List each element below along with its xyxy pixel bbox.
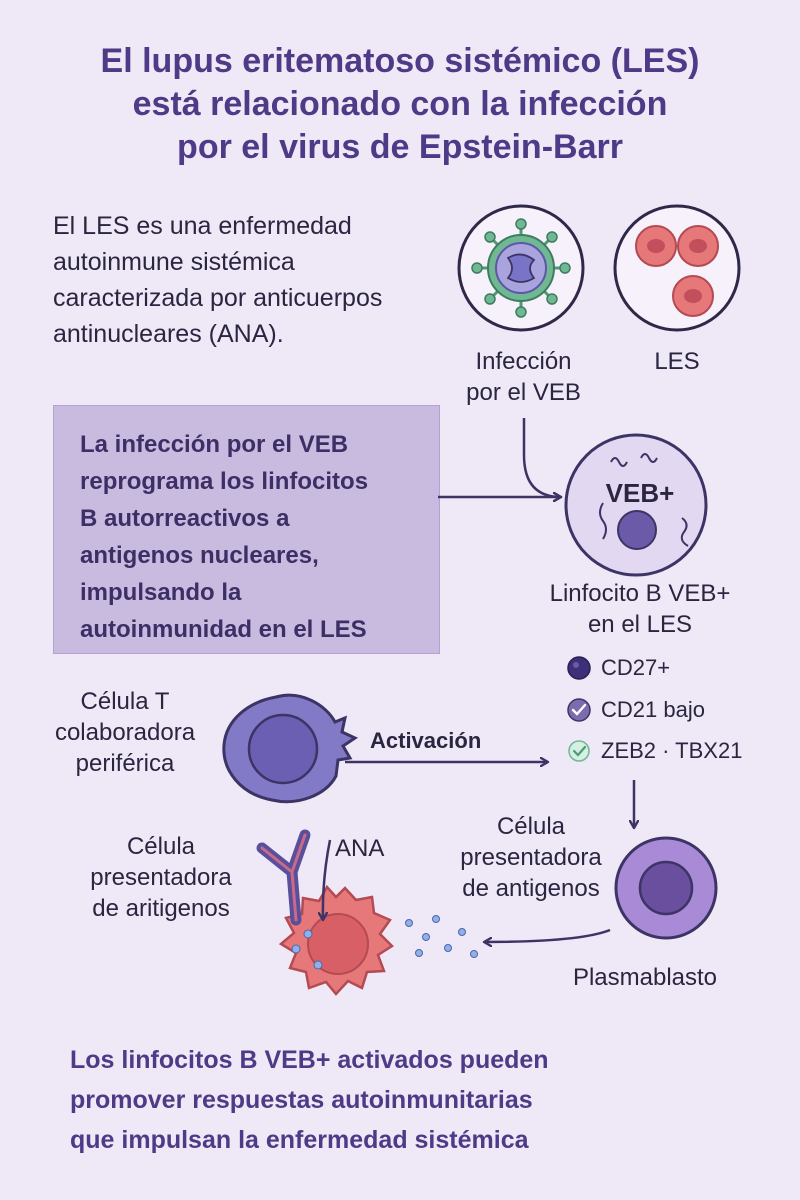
t-cell-line: Célula T	[80, 688, 170, 715]
intro-paragraph: El LES es una enfermedad autoinmune sist…	[53, 208, 473, 352]
check-light-icon	[568, 740, 590, 762]
intro-line: El LES es una enfermedad	[53, 212, 352, 240]
footer-line: promover respuestas autoinmunitarias	[70, 1086, 533, 1114]
footer-line: Los linfocitos B VEB+ activados pueden	[70, 1046, 549, 1074]
virus-icon	[457, 204, 585, 332]
apc-left-line: Célula	[126, 833, 196, 860]
check-icon	[567, 698, 591, 722]
plasmablast-cell	[614, 836, 718, 940]
apc-left-label: Célula presentadora de aritigenos	[66, 831, 256, 924]
ebv-infection-line: por el VEB	[466, 379, 581, 406]
marker-zeb2-tbx21: ZEB2 · TBX21	[601, 738, 743, 763]
marker-cd27: CD27+	[601, 655, 671, 680]
antigen-presenting-cell	[278, 884, 394, 996]
b-cell-line: en el LES	[587, 611, 693, 638]
footer-line: que impulsan la enfermedad sistémica	[70, 1126, 529, 1154]
apc-right-line: Célula	[496, 813, 566, 840]
les-label-text: LES	[654, 348, 700, 375]
les-cells-icon	[613, 204, 741, 332]
infection-arrow	[522, 418, 561, 497]
t-cell-label: Célula T colaboradora periférica	[30, 686, 220, 779]
ana-label: ANA	[335, 833, 384, 864]
antibody-arrow	[484, 928, 611, 942]
apc-right-line: presentadora	[460, 844, 602, 871]
apc-right-label: Célula presentadora de antigenos	[431, 811, 631, 904]
intro-line: antinucleares (ANA).	[53, 320, 284, 348]
antibody-particles	[405, 915, 478, 958]
plasmablast-label-text: Plasmablasto	[572, 964, 718, 991]
t-cell-line: colaboradora	[54, 719, 196, 746]
intro-line: caracterizada por anticuerpos	[53, 284, 383, 312]
box-line: autoinmunidad en el LES	[80, 616, 367, 643]
apc-right-line: de antigenos	[462, 875, 600, 902]
cd27-icon	[567, 656, 591, 680]
box-line: B autorreactivos a	[80, 505, 290, 532]
title-line: por el virus de Epstein-Barr	[177, 128, 623, 166]
t-helper-cell	[222, 693, 359, 804]
box-line: reprograma los linfocitos	[80, 468, 369, 495]
key-finding-box: La infección por el VEB reprograma los l…	[53, 405, 440, 654]
activation-label: Activación	[370, 728, 482, 753]
marker-cd21: CD21 bajo	[601, 697, 705, 722]
ebv-infection-label: Infección por el VEB	[451, 346, 596, 408]
veb-b-cell: VEB+	[564, 433, 708, 577]
apc-left-line: de aritigenos	[92, 895, 230, 922]
title-line: está relacionado con la infección	[132, 85, 668, 123]
ana-label-text: ANA	[335, 835, 385, 862]
box-line: impulsando la	[80, 579, 242, 606]
box-line: antigenos nucleares,	[80, 542, 319, 569]
ebv-infection-line: Infección	[475, 348, 572, 375]
b-cell-label: Linfocito B VEB+ en el LES	[515, 578, 765, 640]
box-line: La infección por el VEB	[80, 431, 349, 458]
plasmablast-label: Plasmablasto	[545, 962, 745, 993]
b-cell-line: Linfocito B VEB+	[549, 580, 731, 607]
t-cell-line: periférica	[75, 750, 175, 777]
page-title: El lupus eritematoso sistémico (LES) est…	[20, 40, 780, 169]
les-label: LES	[637, 346, 717, 377]
veb-cell-label: VEB+	[606, 478, 675, 508]
ana-arrow	[323, 839, 332, 920]
title-line: El lupus eritematoso sistémico (LES)	[100, 42, 700, 80]
apc-left-line: presentadora	[90, 864, 232, 891]
receptor-icon	[256, 829, 311, 926]
conclusion-text: Los linfocitos B VEB+ activados pueden p…	[70, 1040, 770, 1160]
key-finding-text: La infección por el VEB reprograma los l…	[80, 426, 440, 648]
intro-line: autoinmune sistémica	[53, 248, 295, 276]
